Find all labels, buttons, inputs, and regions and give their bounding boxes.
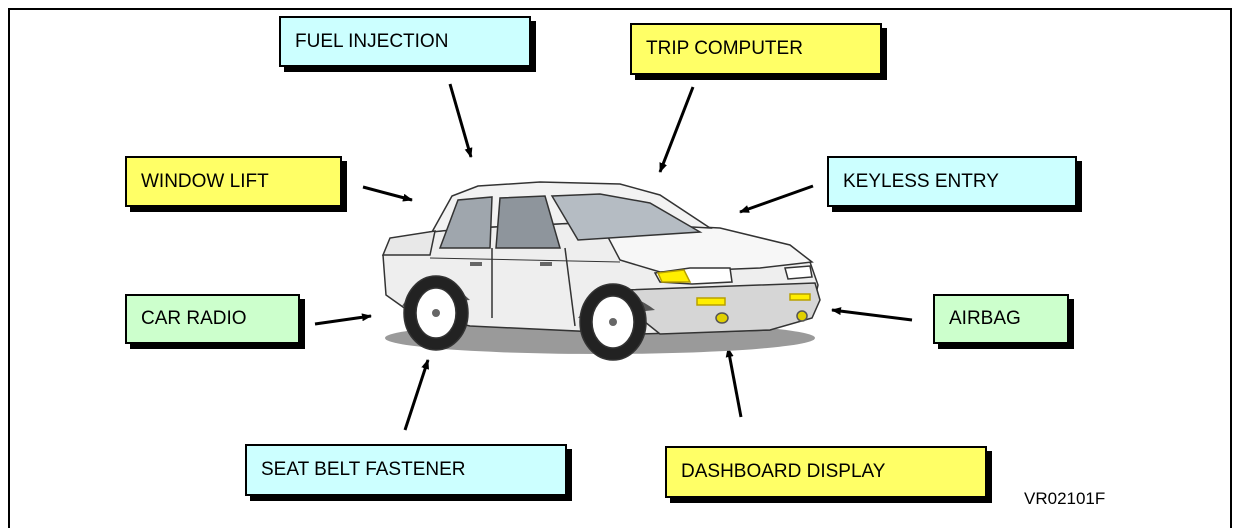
label-trip-computer: TRIP COMPUTER — [630, 23, 882, 75]
arrow-keyless-entry — [739, 184, 814, 214]
arrow-fuel-injection — [448, 83, 473, 158]
label-window-lift-text: WINDOW LIFT — [141, 170, 269, 192]
label-car-radio: CAR RADIO — [125, 294, 300, 344]
label-fuel-injection: FUEL INJECTION — [279, 16, 531, 67]
label-dashboard-display-text: DASHBOARD DISPLAY — [681, 461, 886, 482]
label-car-radio-text: CAR RADIO — [141, 308, 247, 329]
arrow-trip-computer — [658, 86, 695, 173]
arrow-window-lift — [362, 185, 413, 202]
label-seat-belt-fastener: SEAT BELT FASTENER — [245, 444, 567, 496]
label-trip-computer-text: TRIP COMPUTER — [646, 38, 803, 59]
label-dashboard-display: DASHBOARD DISPLAY — [665, 446, 987, 498]
car-illustration — [381, 181, 821, 361]
diagram-frame — [8, 8, 1232, 528]
arrow-car-radio — [314, 313, 372, 326]
figure-code: VR02101F — [1024, 489, 1106, 508]
car-and-arrows — [314, 83, 913, 431]
arrow-airbag — [831, 307, 913, 322]
label-seat-belt-fastener-text: SEAT BELT FASTENER — [261, 459, 466, 480]
label-airbag: AIRBAG — [933, 294, 1069, 344]
label-keyless-entry: KEYLESS ENTRY — [827, 156, 1077, 207]
arrow-seat-belt — [403, 359, 430, 431]
label-airbag-text: AIRBAG — [949, 308, 1021, 329]
label-fuel-injection-text: FUEL INJECTION — [295, 30, 449, 52]
arrow-dashboard-display — [725, 347, 743, 418]
label-window-lift: WINDOW LIFT — [125, 156, 342, 207]
label-keyless-entry-text: KEYLESS ENTRY — [843, 170, 999, 192]
